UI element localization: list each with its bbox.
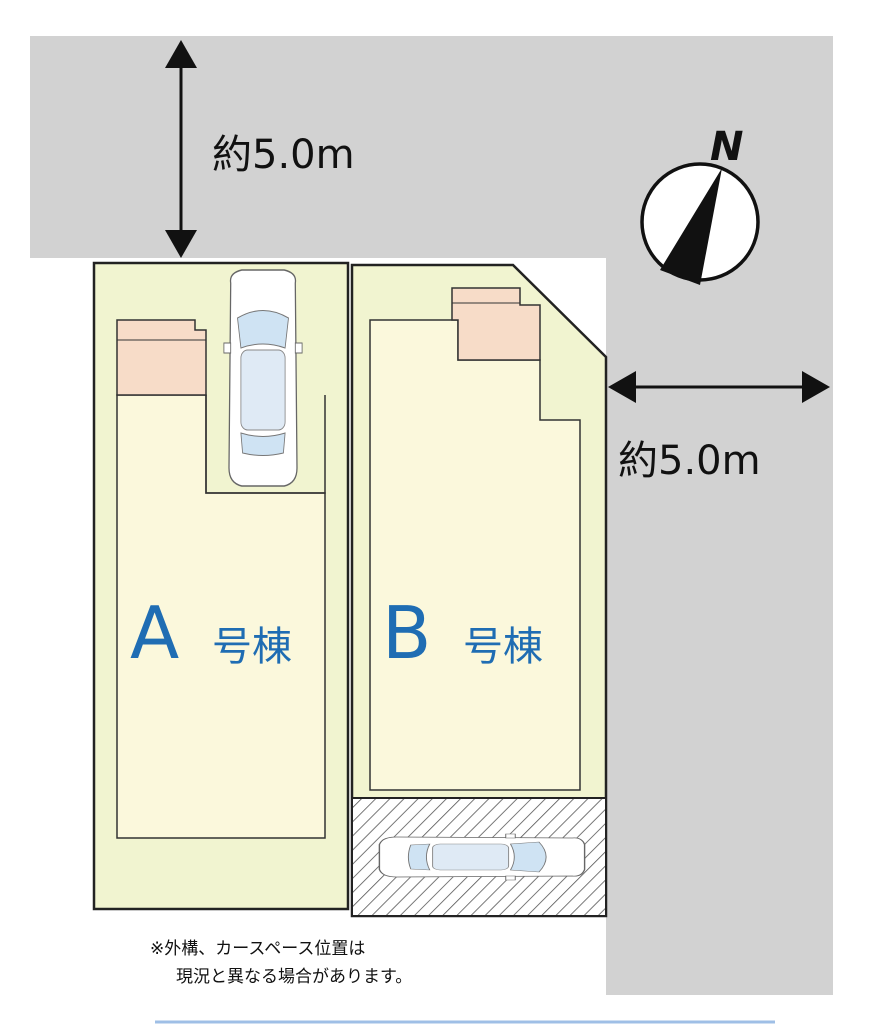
compass-label: N	[710, 124, 743, 170]
car-b-icon	[378, 833, 586, 881]
road-north	[30, 36, 833, 258]
road-east-width-label: 約5.0m	[618, 438, 761, 484]
dimension-arrow-north	[165, 40, 197, 258]
parking-a-outline	[205, 395, 326, 494]
road-east	[606, 258, 833, 995]
building-b-suffix: 号棟	[463, 624, 543, 670]
car-a-icon	[223, 269, 303, 487]
deck-a	[116, 319, 207, 396]
north-arrow-icon: N	[640, 124, 760, 285]
building-b-letter: B	[382, 591, 431, 675]
building-a-suffix: 号棟	[212, 624, 292, 670]
disclaimer-line-2: 現況と異なる場合があります。	[176, 967, 413, 987]
deck-b	[451, 287, 541, 361]
building-a-letter: A	[130, 591, 179, 675]
disclaimer-line-1: ※外構、カースペース位置は	[150, 939, 366, 959]
road-north-width-label: 約5.0m	[212, 132, 355, 178]
dimension-arrow-east	[608, 371, 830, 403]
